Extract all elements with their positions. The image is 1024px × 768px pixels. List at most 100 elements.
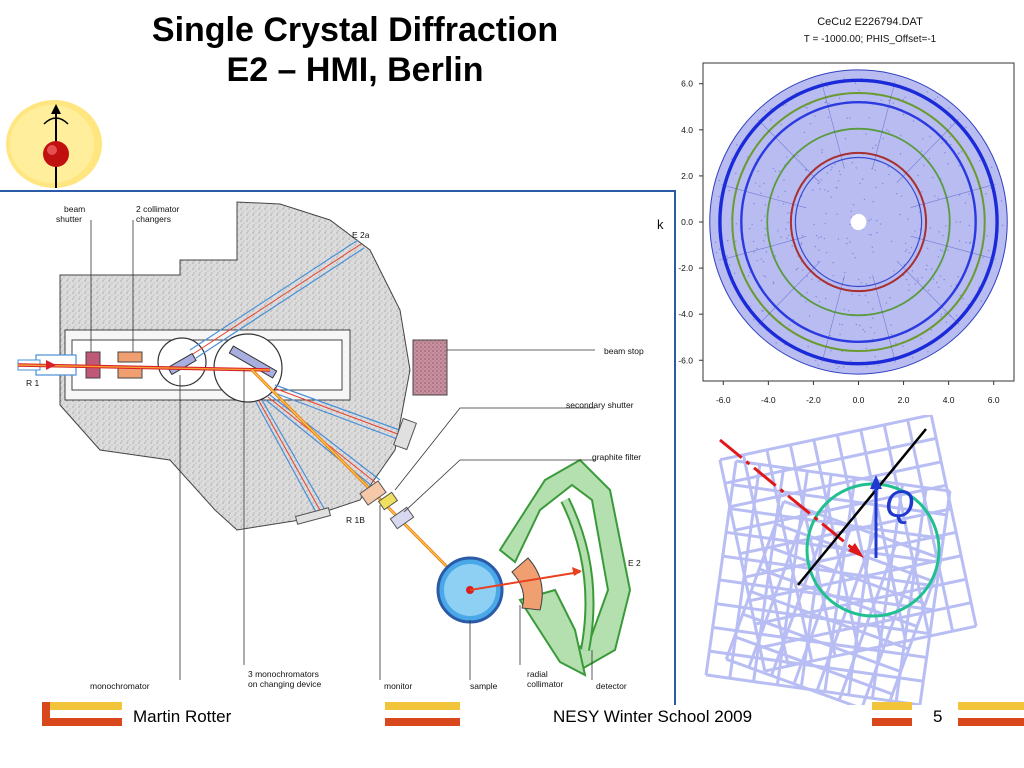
speckle-dot <box>886 129 888 131</box>
diffraction-ring-2 <box>740 100 977 344</box>
label-3-monochromators-2: on changing device <box>248 679 322 689</box>
speckle-dot <box>958 194 961 196</box>
speckle-dot <box>726 255 728 257</box>
speckle-dot <box>874 169 876 171</box>
speckle-dot <box>964 202 967 204</box>
speckle-dot <box>869 276 871 279</box>
speckle-dot <box>1000 200 1003 202</box>
speckle-dot <box>904 242 907 245</box>
speckle-dot <box>759 192 762 194</box>
speckle-dot <box>797 154 799 157</box>
speckle-dot <box>967 304 969 306</box>
label-collimator-changers-2: changers <box>136 214 171 224</box>
lattice-line <box>729 507 944 541</box>
speckle-dot <box>949 124 952 126</box>
speckle-dot <box>875 219 878 222</box>
speckle-dot <box>827 190 829 192</box>
speckle-dot <box>764 234 767 236</box>
speckle-dot <box>888 99 890 102</box>
speckle-dot <box>870 326 872 329</box>
speckle-dot <box>960 151 963 153</box>
speckle-dot <box>736 144 738 146</box>
speckle-dot <box>837 180 840 182</box>
speckle-dot <box>950 285 952 287</box>
label-detector: detector <box>596 681 627 691</box>
speckle-dot <box>718 179 720 182</box>
lattice-line <box>724 500 786 660</box>
speckle-dot <box>850 216 853 218</box>
speckle-dot <box>895 342 897 345</box>
speckle-dot <box>780 236 782 238</box>
speckle-dot <box>762 260 765 263</box>
y-tick-label: -2.0 <box>678 263 693 273</box>
speckle-dot <box>801 234 804 237</box>
speckle-dot <box>808 315 811 317</box>
speckle-dot <box>968 224 970 227</box>
lattice-line <box>815 533 876 693</box>
radial-streak <box>821 81 845 169</box>
speckle-dot <box>902 345 904 347</box>
speckle-dot <box>934 98 936 100</box>
speckle-dot <box>846 237 848 240</box>
speckle-dot <box>872 200 874 203</box>
speckle-dot <box>783 179 785 181</box>
speckle-dot <box>760 258 763 260</box>
lattice-line <box>718 459 767 672</box>
speckle-dot <box>890 333 893 336</box>
speckle-dot <box>802 269 804 271</box>
label-beam-shutter-1: beam <box>64 204 85 214</box>
speckle-dot <box>902 98 904 101</box>
speckle-dot <box>947 163 949 165</box>
lattice-grid-2 <box>724 499 944 705</box>
speckle-dot <box>795 268 798 271</box>
speckle-dot <box>880 99 882 101</box>
speckle-dot <box>900 195 903 197</box>
speckle-dot <box>748 228 751 230</box>
lattice-line <box>725 657 885 705</box>
speckle-dot <box>911 356 914 359</box>
speckle-dot <box>926 91 928 93</box>
x-tick-label: -6.0 <box>716 395 731 405</box>
speckle-dot <box>735 223 738 225</box>
speckle-dot <box>904 250 907 252</box>
speckle-dot <box>987 249 990 252</box>
speckle-dot <box>783 104 785 107</box>
speckle-dot <box>855 167 857 169</box>
vector-label-q: Q <box>885 484 915 526</box>
speckle-dot <box>930 329 933 331</box>
speckle-dot <box>756 247 758 250</box>
speckle-dot <box>782 203 785 205</box>
speckle-dot <box>791 245 793 247</box>
speckle-dot <box>813 223 815 226</box>
speckle-dot <box>753 251 755 253</box>
speckle-dot <box>959 294 961 297</box>
speckle-dot <box>830 196 832 198</box>
lattice-line <box>734 483 947 532</box>
speckle-dot <box>821 151 823 154</box>
speckle-dot <box>775 342 777 344</box>
speckle-dot <box>936 281 938 284</box>
label-collimator-changers-1: 2 collimator <box>136 204 180 214</box>
speckle-dot <box>764 276 767 278</box>
speckle-dot <box>842 366 845 368</box>
lattice-line <box>747 509 808 668</box>
speckle-dot <box>899 213 901 216</box>
y-tick-label: 4.0 <box>681 125 693 135</box>
speckle-dot <box>807 345 809 348</box>
lattice-line <box>837 541 898 701</box>
speckle-dot <box>826 172 829 174</box>
speckle-dot <box>841 324 843 326</box>
speckle-dot <box>932 278 935 280</box>
speckle-dot <box>865 283 868 285</box>
speckle-dot <box>857 278 860 281</box>
speckle-dot <box>927 351 929 353</box>
speckle-dot <box>836 213 838 215</box>
speckle-dot <box>877 364 880 367</box>
speckle-dot <box>940 313 943 316</box>
speckle-dot <box>949 136 951 138</box>
speckle-dot <box>825 251 828 254</box>
speckle-dot <box>759 185 761 187</box>
radial-streak <box>757 119 821 184</box>
radial-streak <box>896 260 960 325</box>
speckle-dot <box>861 178 864 180</box>
